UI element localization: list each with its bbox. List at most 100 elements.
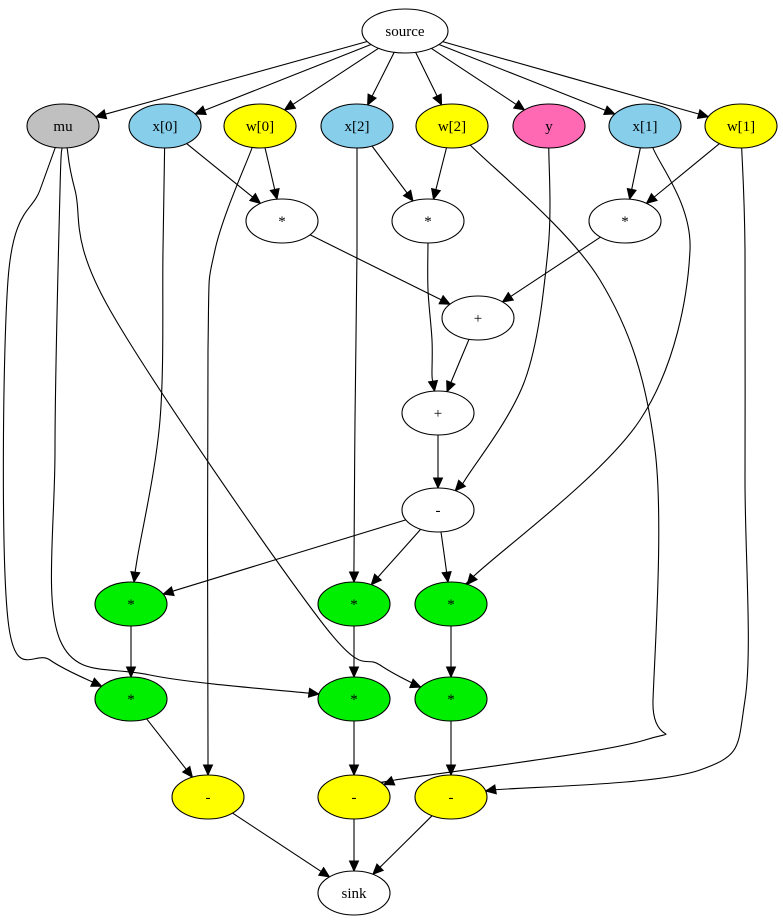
node-label: sink (341, 886, 367, 902)
arrowhead (645, 192, 658, 205)
node-shape (317, 676, 391, 722)
node-x1: x[1] (608, 103, 682, 149)
arrowhead (430, 187, 442, 201)
edge-w1-to-d3 (477, 147, 749, 795)
node-mu: mu (26, 103, 100, 149)
node-m1: * (588, 198, 662, 244)
node-g5: * (317, 676, 391, 722)
edge-sub-to-g3 (440, 531, 452, 584)
edge-line (435, 147, 448, 190)
edge-w1-to-m1 (645, 143, 720, 205)
edge-mu-to-g6 (66, 147, 422, 689)
edge-mu-to-g4 (2, 147, 103, 687)
edge-source-to-w2 (415, 52, 443, 106)
edge-source-to-x1 (438, 43, 616, 116)
edge-line (377, 528, 422, 578)
edge-line (309, 234, 442, 301)
node-g1: * (94, 581, 168, 627)
arrowhead (696, 108, 710, 120)
edge-g2-to-g5 (348, 625, 360, 679)
edge-m1-to-p1 (501, 236, 601, 303)
arrowhead (348, 860, 360, 873)
arrowhead (402, 189, 414, 202)
arrowhead (317, 866, 331, 878)
node-label: * (278, 214, 286, 230)
node-label: * (127, 692, 135, 708)
arrowhead (432, 93, 443, 106)
node-y: y (512, 103, 586, 149)
node-label: - (206, 790, 211, 806)
arrowhead (501, 291, 515, 303)
node-label: w[0] (246, 119, 274, 135)
node-label: - (436, 503, 441, 519)
node-shape (414, 676, 488, 722)
edge-x2-to-g2 (348, 147, 360, 584)
node-source: source (361, 8, 449, 54)
arrowhead (445, 764, 457, 777)
node-m0: * (245, 198, 319, 244)
node-w0: w[0] (223, 103, 297, 149)
node-g3: * (414, 581, 488, 627)
edge-sub-to-g1 (162, 519, 406, 597)
node-shape (401, 487, 475, 533)
edge-line (134, 147, 166, 576)
arrowhead (441, 571, 452, 584)
arrowhead (202, 764, 214, 777)
node-shape (245, 198, 319, 244)
node-label: mu (53, 119, 73, 135)
edge-line (186, 143, 253, 198)
node-w2: w[2] (415, 103, 489, 149)
node-shape (317, 774, 391, 820)
node-g4: * (94, 676, 168, 722)
node-shape (704, 103, 778, 149)
edge-line (2, 147, 102, 687)
edge-x1-to-m1 (626, 147, 641, 201)
arrowhead (348, 666, 360, 679)
edge-line (146, 718, 187, 770)
edge-y-to-sub (454, 147, 551, 492)
node-label: - (352, 790, 357, 806)
edge-source-to-x0 (194, 43, 372, 116)
arrowhead (307, 687, 321, 698)
edge-line (415, 52, 438, 97)
node-x0: x[0] (128, 103, 202, 149)
arrowhead (90, 677, 103, 687)
node-shape (414, 581, 488, 627)
node-p1: + (441, 295, 515, 341)
node-g6: * (414, 676, 488, 722)
node-sub: - (401, 487, 475, 533)
node-shape (171, 774, 245, 820)
edge-d2-to-sink (348, 818, 360, 873)
edge-line (50, 147, 329, 696)
edge-w0-to-m0 (264, 147, 280, 201)
node-x2: x[2] (320, 103, 394, 149)
edge-w2-to-d2 (375, 144, 667, 786)
node-label: + (434, 406, 442, 422)
arrowhead (348, 571, 360, 584)
edge-line (442, 41, 699, 115)
arrowhead (512, 99, 526, 111)
arrowhead (409, 678, 422, 689)
edge-line (292, 47, 379, 105)
node-label: * (350, 597, 358, 613)
node-label: x[1] (633, 119, 658, 135)
arrowhead (603, 105, 616, 116)
edge-m2-to-p2 (427, 242, 439, 393)
arrowhead (466, 572, 479, 586)
node-d1: - (171, 774, 245, 820)
edge-d3-to-sink (372, 815, 433, 876)
edge-source-to-w0 (283, 47, 379, 111)
arrowhead (454, 479, 467, 492)
node-label: x[0] (153, 119, 178, 135)
node-label: x[2] (345, 119, 370, 135)
edge-line (427, 242, 434, 382)
edge-g6-to-d3 (445, 720, 457, 777)
node-shape (94, 581, 168, 627)
edge-g4-to-d1 (146, 718, 194, 779)
edge-d1-to-sink (232, 812, 331, 878)
arrowhead (427, 379, 439, 393)
edge-source-to-w1 (442, 41, 710, 120)
edge-line (172, 519, 406, 592)
node-d2: - (317, 774, 391, 820)
